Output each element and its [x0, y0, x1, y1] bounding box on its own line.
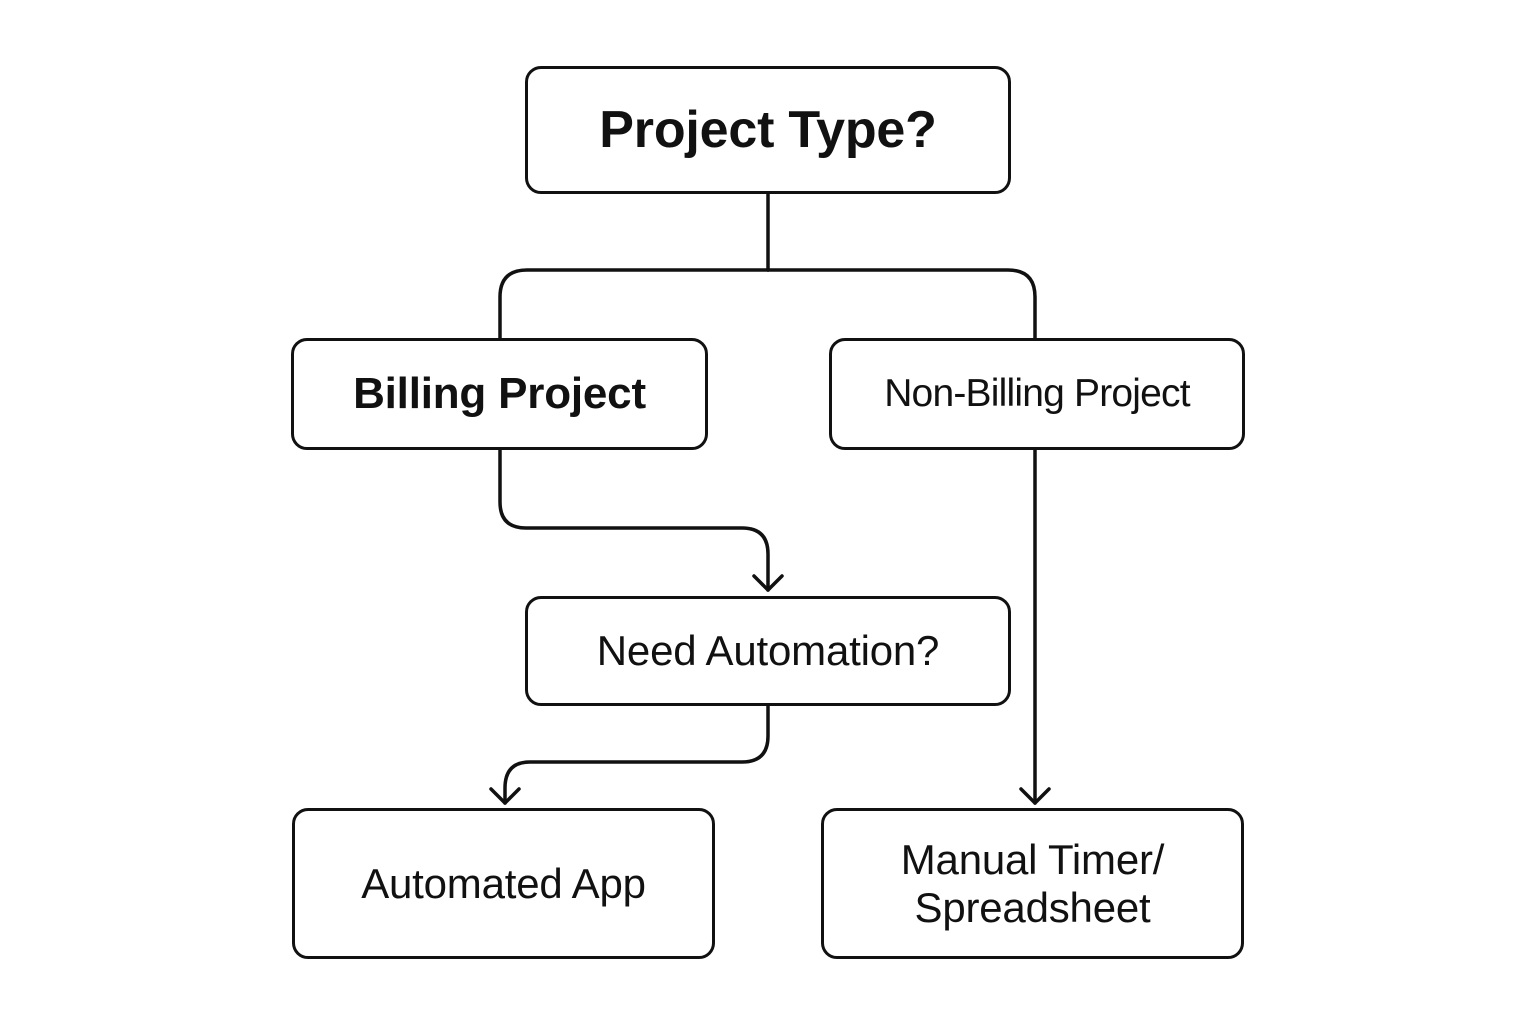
need-automation-node: Need Automation?	[525, 596, 1011, 706]
project-type-node: Project Type?	[525, 66, 1011, 194]
automated-app-label: Automated App	[361, 859, 646, 907]
connector-branch-to-billing	[498, 268, 770, 340]
connector-automation-to-automated-app	[503, 704, 770, 805]
automated-app-node: Automated App	[292, 808, 715, 959]
billing-project-node: Billing Project	[291, 338, 708, 450]
arrowhead-non-billing-to-manual	[1019, 787, 1051, 805]
non-billing-project-label: Non-Billing Project	[884, 372, 1190, 416]
arrowhead-billing-to-automation	[752, 574, 784, 592]
manual-timer-spreadsheet-node: Manual Timer/ Spreadsheet	[821, 808, 1244, 959]
need-automation-label: Need Automation?	[596, 627, 940, 675]
manual-timer-spreadsheet-label: Manual Timer/ Spreadsheet	[900, 836, 1165, 931]
project-type-label: Project Type?	[599, 100, 937, 159]
connector-branch-to-non-billing	[766, 268, 1037, 340]
billing-project-label: Billing Project	[353, 369, 646, 419]
non-billing-project-node: Non-Billing Project	[829, 338, 1245, 450]
connector-billing-to-automation	[498, 448, 770, 592]
arrowhead-automation-to-automated-app	[489, 787, 521, 805]
